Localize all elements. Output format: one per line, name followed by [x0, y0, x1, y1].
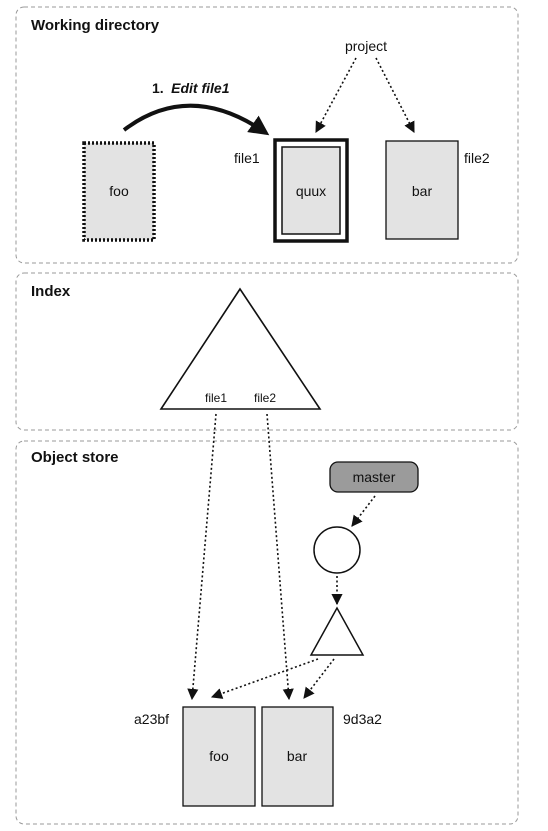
tree-triangle — [309, 606, 365, 656]
working-file-quux-label: quux — [296, 183, 326, 199]
working-file-quux-inner — [281, 146, 341, 235]
edit-step-label: 1. Edit file1 — [152, 80, 230, 97]
blob-bar — [261, 706, 334, 807]
blob-foo — [182, 706, 256, 807]
master-branch-ref — [329, 461, 419, 493]
index-tree-triangle — [159, 287, 322, 410]
commit-circle — [313, 526, 361, 574]
file2-label: file2 — [464, 150, 490, 166]
project-to-bar-arrow — [375, 57, 415, 133]
index-file1-to-foo-arrow — [187, 413, 217, 701]
index-file2-to-bar-arrow — [266, 413, 294, 701]
working-file-bar — [385, 140, 459, 240]
object-store-panel — [15, 440, 519, 825]
hash-foo-label: a23bf — [134, 711, 169, 727]
blob-bar-label: bar — [287, 748, 308, 764]
index-entry-file1: file1 — [205, 391, 227, 405]
master-to-commit-arrow — [351, 495, 376, 527]
working-file-foo-label: foo — [109, 183, 129, 199]
index-panel — [15, 272, 519, 431]
blob-foo-label: foo — [209, 748, 229, 764]
object-store-title: Object store — [31, 449, 119, 466]
working-directory-title: Working directory — [31, 17, 160, 34]
file1-label: file1 — [234, 150, 260, 166]
index-entry-file2: file2 — [254, 391, 276, 405]
edit-arrow — [122, 103, 270, 136]
index-title: Index — [31, 283, 71, 300]
tree-to-foo-arrow — [210, 658, 319, 699]
working-file-bar-label: bar — [412, 183, 433, 199]
master-branch-label: master — [353, 469, 396, 485]
working-directory-panel — [15, 6, 519, 264]
hash-bar-label: 9d3a2 — [343, 711, 382, 727]
project-to-quux-arrow — [315, 57, 357, 133]
tree-to-bar-arrow — [303, 658, 335, 699]
working-file-foo — [82, 141, 156, 242]
project-label: project — [345, 38, 387, 54]
